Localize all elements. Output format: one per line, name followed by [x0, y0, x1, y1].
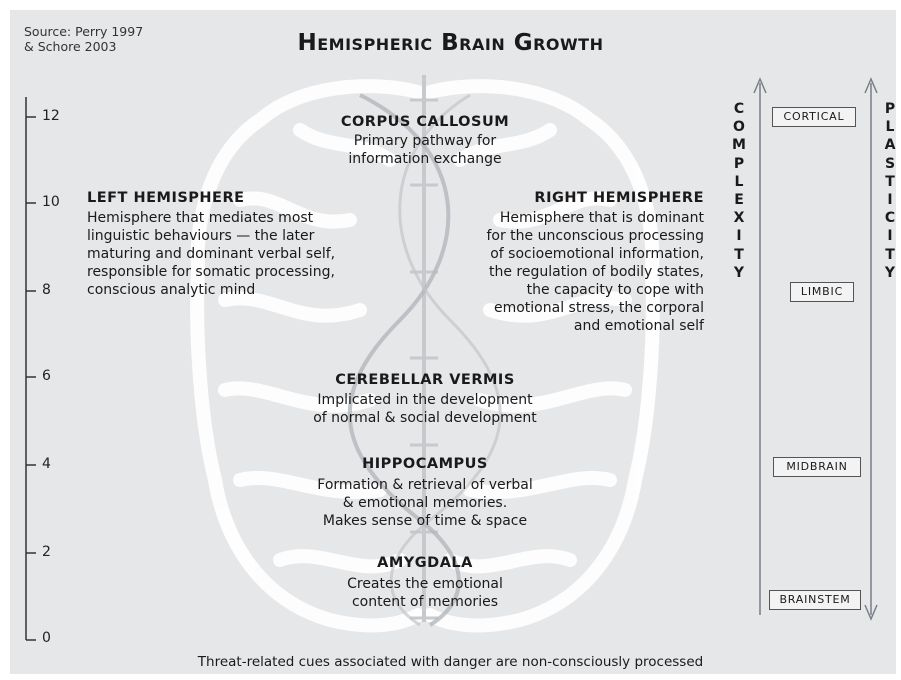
level-limbic: LIMBIC — [790, 282, 854, 302]
tick-6: 6 — [42, 368, 51, 384]
right-hemisphere-desc-2: for the unconscious processing — [486, 228, 704, 244]
right-hemisphere-desc-1: Hemisphere that is dominant — [499, 210, 704, 226]
left-hemisphere-heading: LEFT HEMISPHERE — [87, 190, 245, 206]
tick-0: 0 — [42, 630, 51, 646]
hippocampus-desc-3: Makes sense of time & space — [322, 513, 528, 529]
tick-2: 2 — [42, 544, 51, 560]
hippocampus-desc-2: & emotional memories. — [342, 495, 508, 511]
corpus-callosum-desc-2: information exchange — [348, 151, 502, 167]
region-left-hemisphere: LEFT HEMISPHERE Hemisphere that mediates… — [87, 190, 387, 299]
development-axes — [753, 77, 878, 621]
left-hemisphere-desc-2: linguistic behaviours — the later — [87, 228, 315, 244]
page-title: Hemispheric Brain Growth — [297, 30, 604, 56]
amygdala-heading: AMYGDALA — [377, 555, 473, 571]
left-hemisphere-desc-3: maturing and dominant verbal self, — [87, 246, 336, 262]
plasticity-label: P L A S T I C I T Y — [884, 101, 896, 281]
level-brainstem: BRAINSTEM — [769, 590, 861, 610]
right-hemisphere-desc-7: and emotional self — [573, 318, 704, 334]
footer-note: Threat-related cues associated with dang… — [197, 654, 704, 670]
cerebellar-vermis-desc-1: Implicated in the development — [317, 392, 533, 408]
tick-10: 10 — [42, 194, 60, 210]
right-hemisphere-heading: RIGHT HEMISPHERE — [534, 190, 704, 206]
source-line-2: & Schore 2003 — [24, 39, 117, 54]
source-note: Source: Perry 1997 & Schore 2003 — [24, 24, 143, 54]
right-hemisphere-desc-4: the regulation of bodily states, — [489, 264, 704, 280]
amygdala-desc-2: content of memories — [351, 594, 498, 610]
tick-4: 4 — [42, 456, 51, 472]
hippocampus-desc-1: Formation & retrieval of verbal — [317, 477, 533, 493]
scale-axis — [25, 97, 36, 641]
level-cortical: CORTICAL — [772, 107, 856, 127]
left-hemisphere-desc-5: conscious analytic mind — [87, 282, 256, 298]
amygdala-desc-1: Creates the emotional — [347, 576, 503, 592]
level-midbrain: MIDBRAIN — [773, 457, 861, 477]
cerebellar-vermis-desc-2: of normal & social development — [313, 410, 537, 426]
hippocampus-heading: HIPPOCAMPUS — [362, 456, 488, 472]
right-hemisphere-desc-5: the capacity to cope with — [526, 282, 704, 298]
complexity-label: C O M P L E X I T Y — [732, 101, 746, 281]
right-hemisphere-desc-6: emotional stress, the corporal — [493, 300, 704, 316]
corpus-callosum-heading: CORPUS CALLOSUM — [340, 114, 510, 130]
region-cerebellar-vermis: CEREBELLAR VERMIS Implicated in the deve… — [270, 372, 580, 427]
right-hemisphere-desc-3: of socioemotional information, — [490, 246, 704, 262]
left-hemisphere-desc-1: Hemisphere that mediates most — [87, 210, 314, 226]
tick-8: 8 — [42, 282, 51, 298]
region-right-hemisphere: RIGHT HEMISPHERE Hemisphere that is domi… — [434, 190, 704, 335]
source-line-1: Source: Perry 1997 — [24, 24, 144, 39]
corpus-callosum-desc-1: Primary pathway for — [353, 133, 497, 149]
region-amygdala: AMYGDALA Creates the emotional content o… — [300, 555, 550, 611]
cerebellar-vermis-heading: CEREBELLAR VERMIS — [335, 372, 515, 388]
left-hemisphere-desc-4: responsible for somatic processing, — [87, 264, 335, 280]
tick-12: 12 — [42, 108, 60, 124]
region-hippocampus: HIPPOCAMPUS Formation & retrieval of ver… — [270, 456, 580, 530]
region-corpus-callosum: CORPUS CALLOSUM Primary pathway for info… — [300, 114, 550, 168]
